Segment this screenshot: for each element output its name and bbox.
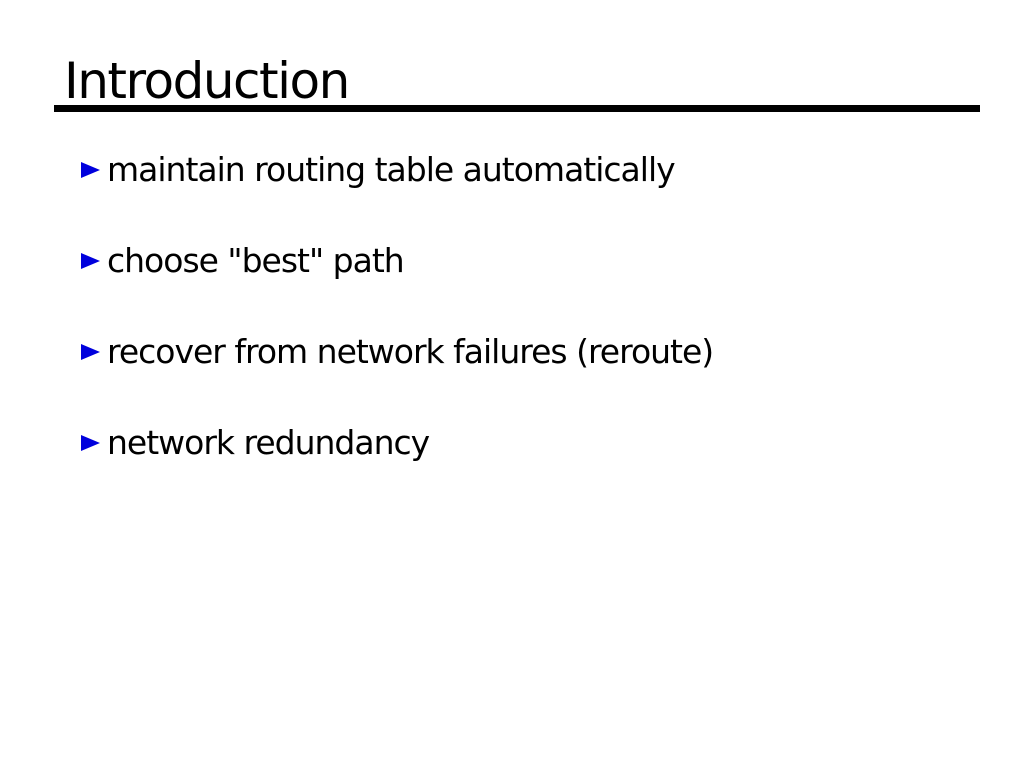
bullet-triangle-icon [81,253,100,269]
bullet-text: recover from network failures (reroute) [107,332,714,371]
title-underline [54,105,980,112]
bullet-text: choose "best" path [107,241,405,280]
list-item: recover from network failures (reroute) [81,332,714,371]
bullet-triangle-icon [81,162,100,178]
list-item: network redundancy [81,423,430,462]
bullet-triangle-icon [81,435,100,451]
bullet-triangle-icon [81,344,100,360]
list-item: maintain routing table automatically [81,150,676,189]
list-item: choose "best" path [81,241,405,280]
bullet-text: maintain routing table automatically [107,150,676,189]
page-title: Introduction [64,52,350,110]
bullet-text: network redundancy [107,423,430,462]
